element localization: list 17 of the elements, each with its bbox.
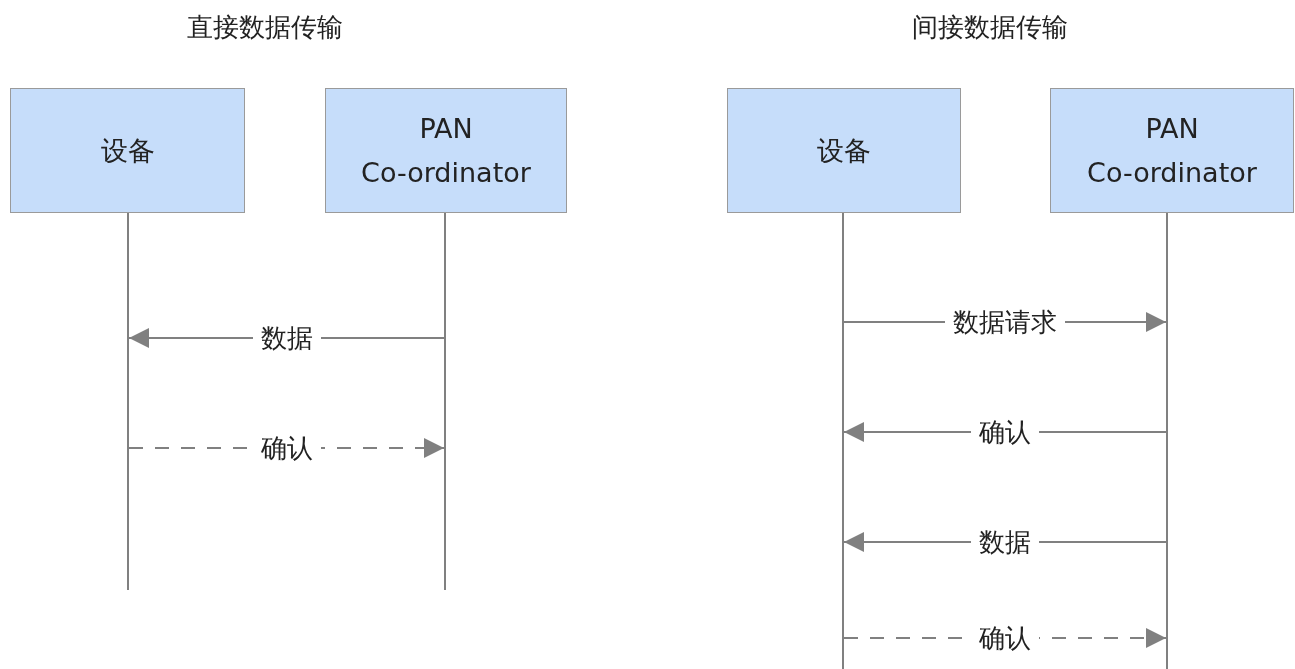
lifeline [444, 213, 446, 590]
participant-label: PAN Co-ordinator [360, 111, 532, 190]
edge-label: 数据请求 [945, 306, 1065, 338]
participant-label: PAN Co-ordinator [1086, 111, 1258, 190]
lifeline [842, 213, 844, 669]
participant-box [727, 88, 961, 213]
edge-label: 确认 [971, 622, 1039, 654]
edge-label: 确认 [971, 416, 1039, 448]
participant-box [1050, 88, 1294, 213]
participant-label: 设备 [99, 133, 156, 168]
lifeline [127, 213, 129, 590]
diagram-heading: 间接数据传输 [912, 11, 1068, 44]
diagram-heading: 直接数据传输 [187, 11, 343, 44]
participant-label: 设备 [816, 133, 872, 168]
participant-box [325, 88, 567, 213]
participant-box [10, 88, 245, 213]
lifeline [1166, 213, 1168, 669]
